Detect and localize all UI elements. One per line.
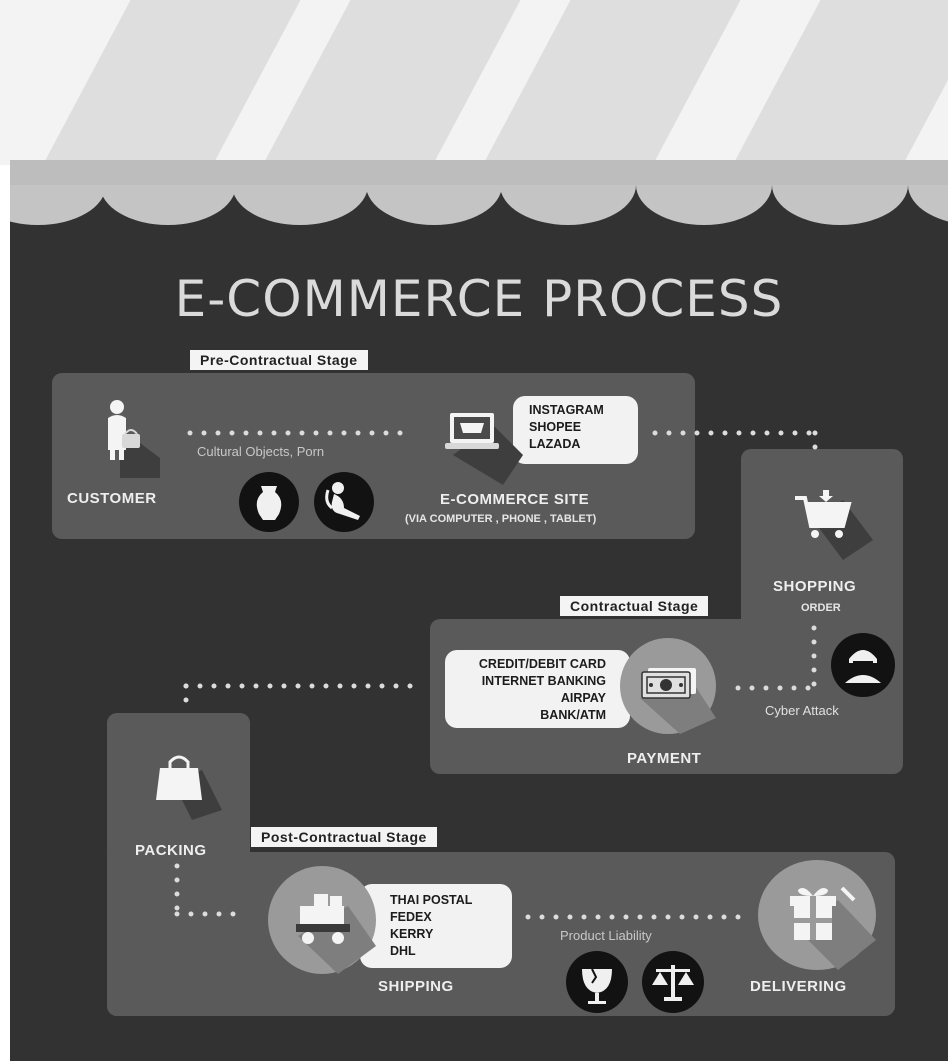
stage-label-pre: Pre-Contractual Stage (190, 350, 368, 370)
scales-icon (642, 951, 704, 1013)
payment-method-card: CREDIT/DEBIT CARD (478, 657, 606, 671)
payment-label: PAYMENT (627, 750, 702, 767)
payment-method-bank: BANK/ATM (540, 708, 606, 722)
fragile-icon (566, 951, 628, 1013)
platform-instagram: INSTAGRAM (529, 403, 604, 417)
stage-label-contract: Contractual Stage (560, 596, 709, 616)
site-label: E-COMMERCE SITE (440, 491, 590, 508)
gift-icon (790, 886, 876, 970)
site-sublabel: (VIA COMPUTER , PHONE , TABLET) (405, 513, 597, 525)
stage-label-post: Post-Contractual Stage (251, 827, 437, 847)
payment-circle (620, 638, 716, 734)
platforms-bubble: INSTAGRAM SHOPEE LAZADA (513, 396, 638, 464)
cash-icon (640, 668, 716, 734)
carrier-fedex: FEDEX (390, 910, 432, 924)
truck-icon (296, 894, 376, 974)
awning (10, 160, 948, 225)
shipping-label: SHIPPING (378, 978, 454, 995)
shopping-panel (741, 449, 903, 649)
cyber-note: Cyber Attack (765, 703, 839, 718)
hacker-icon (831, 633, 895, 697)
delivering-circle (758, 860, 876, 970)
platform-lazada: LAZADA (529, 437, 581, 451)
carriers-bubble: THAI POSTAL FEDEX KERRY DHL (360, 884, 512, 968)
top-background (0, 0, 948, 165)
customer-icon (108, 400, 160, 478)
payment-method-ibanking: INTERNET BANKING (481, 674, 606, 688)
carrier-thai-postal: THAI POSTAL (390, 893, 473, 907)
payment-method-airpay: AIRPAY (560, 691, 606, 705)
pinup-icon (314, 472, 374, 532)
packing-label: PACKING (135, 842, 207, 859)
delivering-label: DELIVERING (750, 978, 847, 995)
vase-icon (239, 472, 299, 532)
customer-label: CUSTOMER (67, 490, 157, 507)
cart-icon (795, 490, 873, 560)
shopping-label: SHOPPING (773, 578, 857, 595)
page-title: E-COMMERCE PROCESS (174, 270, 784, 328)
carrier-kerry: KERRY (390, 927, 434, 941)
laptop-cart-icon (445, 413, 523, 485)
shopping-sublabel: ORDER (801, 602, 841, 614)
platform-shopee: SHOPEE (529, 420, 582, 434)
carrier-dhl: DHL (390, 944, 416, 958)
payment-methods-bubble: CREDIT/DEBIT CARD INTERNET BANKING AIRPA… (445, 650, 630, 728)
shipping-circle (268, 866, 376, 974)
risk-note-pre: Cultural Objects, Porn (197, 444, 325, 459)
shopping-bag-icon (156, 755, 222, 820)
liability-note: Product Liability (560, 928, 652, 943)
